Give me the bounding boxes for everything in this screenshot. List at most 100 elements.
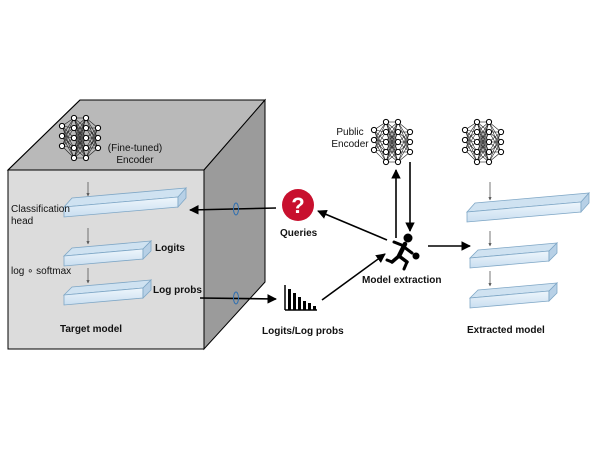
classification-head-label: Classification head: [11, 204, 70, 228]
network-node: [406, 148, 414, 156]
network-node: [406, 128, 414, 136]
network-node: [485, 118, 493, 126]
network-node: [370, 146, 378, 154]
network-edge: [61, 127, 75, 147]
network-edge: [464, 131, 478, 151]
network-node: [382, 118, 390, 126]
network-node: [82, 144, 90, 152]
network-node: [370, 136, 378, 144]
network-node: [82, 114, 90, 122]
extracted-encoder-network-icon: [461, 118, 505, 166]
classification-head-label-line1: Classification: [11, 204, 70, 215]
logits-label: Logits: [155, 243, 185, 254]
network-edge: [73, 127, 87, 159]
network-edge: [385, 131, 399, 163]
public-encoder-label-line2: Encoder: [331, 139, 369, 150]
question-mark-icon: ?: [282, 189, 314, 221]
softmax-label: log ∘ softmax: [11, 266, 72, 277]
svg-text:?: ?: [291, 193, 304, 218]
network-node: [382, 148, 390, 156]
bar-chart-icon: [284, 285, 317, 311]
network-edge: [476, 121, 490, 163]
model-extraction-label: Model extraction: [362, 275, 442, 286]
network-edge: [73, 117, 87, 149]
network-node: [70, 124, 78, 132]
target-classification-head-bar: [63, 186, 187, 218]
network-edge: [373, 121, 387, 151]
network-node: [70, 144, 78, 152]
network-node: [382, 128, 390, 136]
network-node: [70, 154, 78, 162]
target-encoder-network-icon: [58, 114, 102, 162]
port-queries: [233, 202, 239, 216]
network-node: [394, 118, 402, 126]
network-edge: [476, 131, 490, 163]
network-node: [485, 158, 493, 166]
network-node: [461, 126, 469, 134]
target-encoder-label-line2: Encoder: [116, 155, 154, 166]
network-edge: [385, 121, 399, 153]
network-node: [485, 148, 493, 156]
public-encoder-label: Public Encoder: [327, 127, 373, 151]
target-encoder-label: (Fine-tuned) Encoder: [104, 143, 166, 167]
target-model-title: Target model: [60, 324, 123, 335]
network-node: [394, 148, 402, 156]
extracted-model-label: Extracted model: [467, 325, 545, 336]
network-edge: [373, 131, 387, 151]
network-edge: [85, 137, 99, 159]
outputs-label: Logits/Log probs: [262, 326, 344, 337]
network-node: [473, 118, 481, 126]
network-edge: [476, 121, 490, 143]
network-node: [370, 126, 378, 134]
network-edge: [488, 131, 502, 163]
network-node: [497, 128, 505, 136]
network-edge: [397, 131, 411, 163]
extraction-to-queries-arrow: [317, 209, 388, 241]
network-edge: [464, 121, 478, 141]
network-edge: [373, 121, 387, 141]
network-edge: [488, 141, 502, 163]
public-encoder-label-line1: Public: [336, 127, 364, 138]
extracted-logits-bar: [468, 242, 559, 269]
network-edge: [397, 131, 411, 153]
network-edge: [464, 121, 478, 151]
target-log-probs-bar: [62, 279, 153, 306]
network-node: [58, 142, 66, 150]
network-node: [497, 138, 505, 146]
running-person-icon: [385, 233, 420, 271]
network-node: [497, 148, 505, 156]
network-node: [394, 138, 402, 146]
network-edge: [85, 127, 99, 149]
network-node: [58, 132, 66, 140]
network-node: [70, 134, 78, 142]
classification-head-label-line2: head: [11, 216, 34, 227]
extracted-head-bar: [466, 191, 590, 223]
network-node: [394, 158, 402, 166]
target-encoder-label-line1: (Fine-tuned): [107, 143, 163, 154]
network-node: [406, 138, 414, 146]
network-edge: [73, 117, 87, 159]
network-edge: [61, 117, 75, 137]
network-edge: [488, 131, 502, 153]
target-logits-bar: [62, 240, 153, 267]
network-node: [473, 148, 481, 156]
network-node: [82, 134, 90, 142]
network-edge: [476, 121, 490, 153]
network-node: [382, 158, 390, 166]
log-probs-label: Log probs: [153, 285, 202, 296]
network-node: [82, 124, 90, 132]
network-node: [394, 128, 402, 136]
network-node: [94, 124, 102, 132]
network-edge: [476, 141, 490, 163]
network-node: [82, 154, 90, 162]
network-edge: [385, 121, 399, 163]
network-node: [94, 144, 102, 152]
port-outputs: [233, 291, 239, 305]
network-node: [461, 146, 469, 154]
network-node: [382, 138, 390, 146]
outputs-to-extraction-arrow: [321, 253, 386, 301]
network-edge: [73, 137, 87, 159]
network-node: [473, 158, 481, 166]
network-node: [461, 136, 469, 144]
